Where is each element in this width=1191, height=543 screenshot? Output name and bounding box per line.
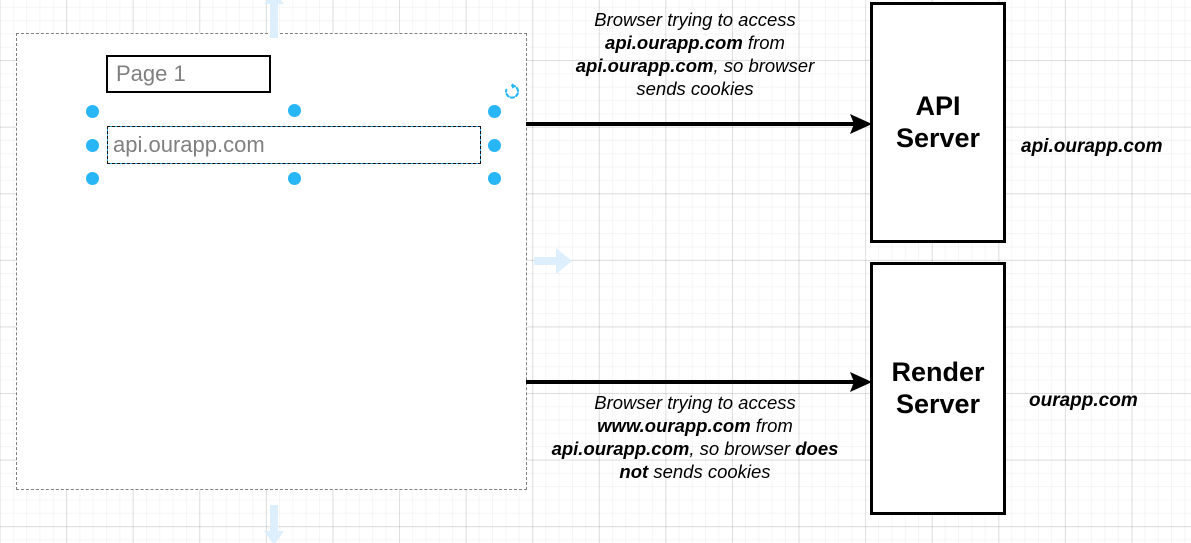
node-api-server-label: API Server [895,90,981,153]
resize-handle-bottom-right[interactable] [488,172,501,185]
shape-text: api.ourapp.com [113,132,265,157]
annotation-bottom-rich: Browser trying to access www.ourapp.com … [551,392,839,482]
direction-hint-right-icon[interactable] [534,248,572,279]
selected-text-shape[interactable]: api.ourapp.com [107,126,481,164]
page-label-text: Page 1 [116,61,186,86]
node-render-server-label: Render Server [891,356,985,419]
node-api-server[interactable]: API Server [870,2,1006,243]
resize-handle-top-left[interactable] [86,105,99,118]
resize-handle-middle-left[interactable] [86,139,99,152]
annotation-top-rich: Browser trying to access api.ourapp.com … [575,9,815,99]
page-sheet [16,33,527,490]
annotation-bottom: Browser trying to access www.ourapp.com … [550,391,840,483]
resize-handle-top-center[interactable] [288,104,301,117]
rotate-icon[interactable] [503,83,521,101]
edge-to-api-server[interactable] [524,112,874,141]
direction-hint-down-icon[interactable] [264,505,284,543]
resize-handle-middle-right[interactable] [488,139,501,152]
api-server-domain-label: api.ourapp.com [1021,136,1163,157]
annotation-top: Browser trying to access api.ourapp.com … [554,8,836,100]
resize-handle-bottom-left[interactable] [86,172,99,185]
resize-handle-top-right[interactable] [488,105,501,118]
page-label-box[interactable]: Page 1 [106,55,271,93]
render-server-domain-label: ourapp.com [1029,390,1138,411]
node-render-server[interactable]: Render Server [870,262,1006,515]
edge-to-render-server[interactable] [524,370,874,399]
resize-handle-bottom-center[interactable] [288,172,301,185]
